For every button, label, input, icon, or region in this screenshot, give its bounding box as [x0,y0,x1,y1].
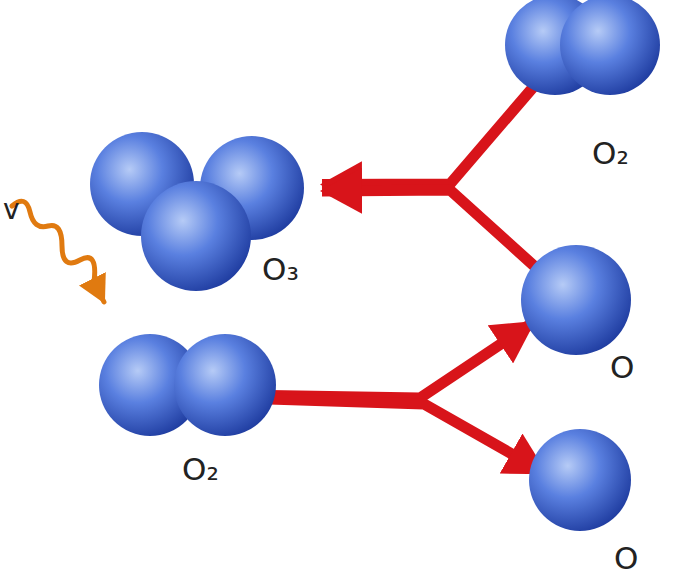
atom-sphere [560,0,660,95]
atom-sphere [174,334,276,436]
molecule-node: O₂ [96,330,282,494]
molecule-node: O [526,424,650,578]
reaction-arrow [269,322,534,398]
photon-wave [12,201,104,302]
atom-spheres [500,0,670,178]
molecule-label: O₃ [262,254,299,285]
reaction-arrow [269,399,546,473]
molecule-label: O [610,352,634,383]
reaction-arrow [322,78,541,184]
atom-sphere [529,429,631,531]
molecule-node: O₃ [86,128,322,294]
photon-label: v [3,196,20,224]
atom-sphere [521,245,631,355]
molecule-label: O₂ [592,138,629,169]
molecule-label: O₂ [182,454,219,485]
molecule-node: O [518,244,648,386]
molecule-label: O [614,543,638,574]
molecule-node: O₂ [500,0,670,178]
atom-sphere [141,181,251,291]
reaction-arrow [322,190,557,287]
